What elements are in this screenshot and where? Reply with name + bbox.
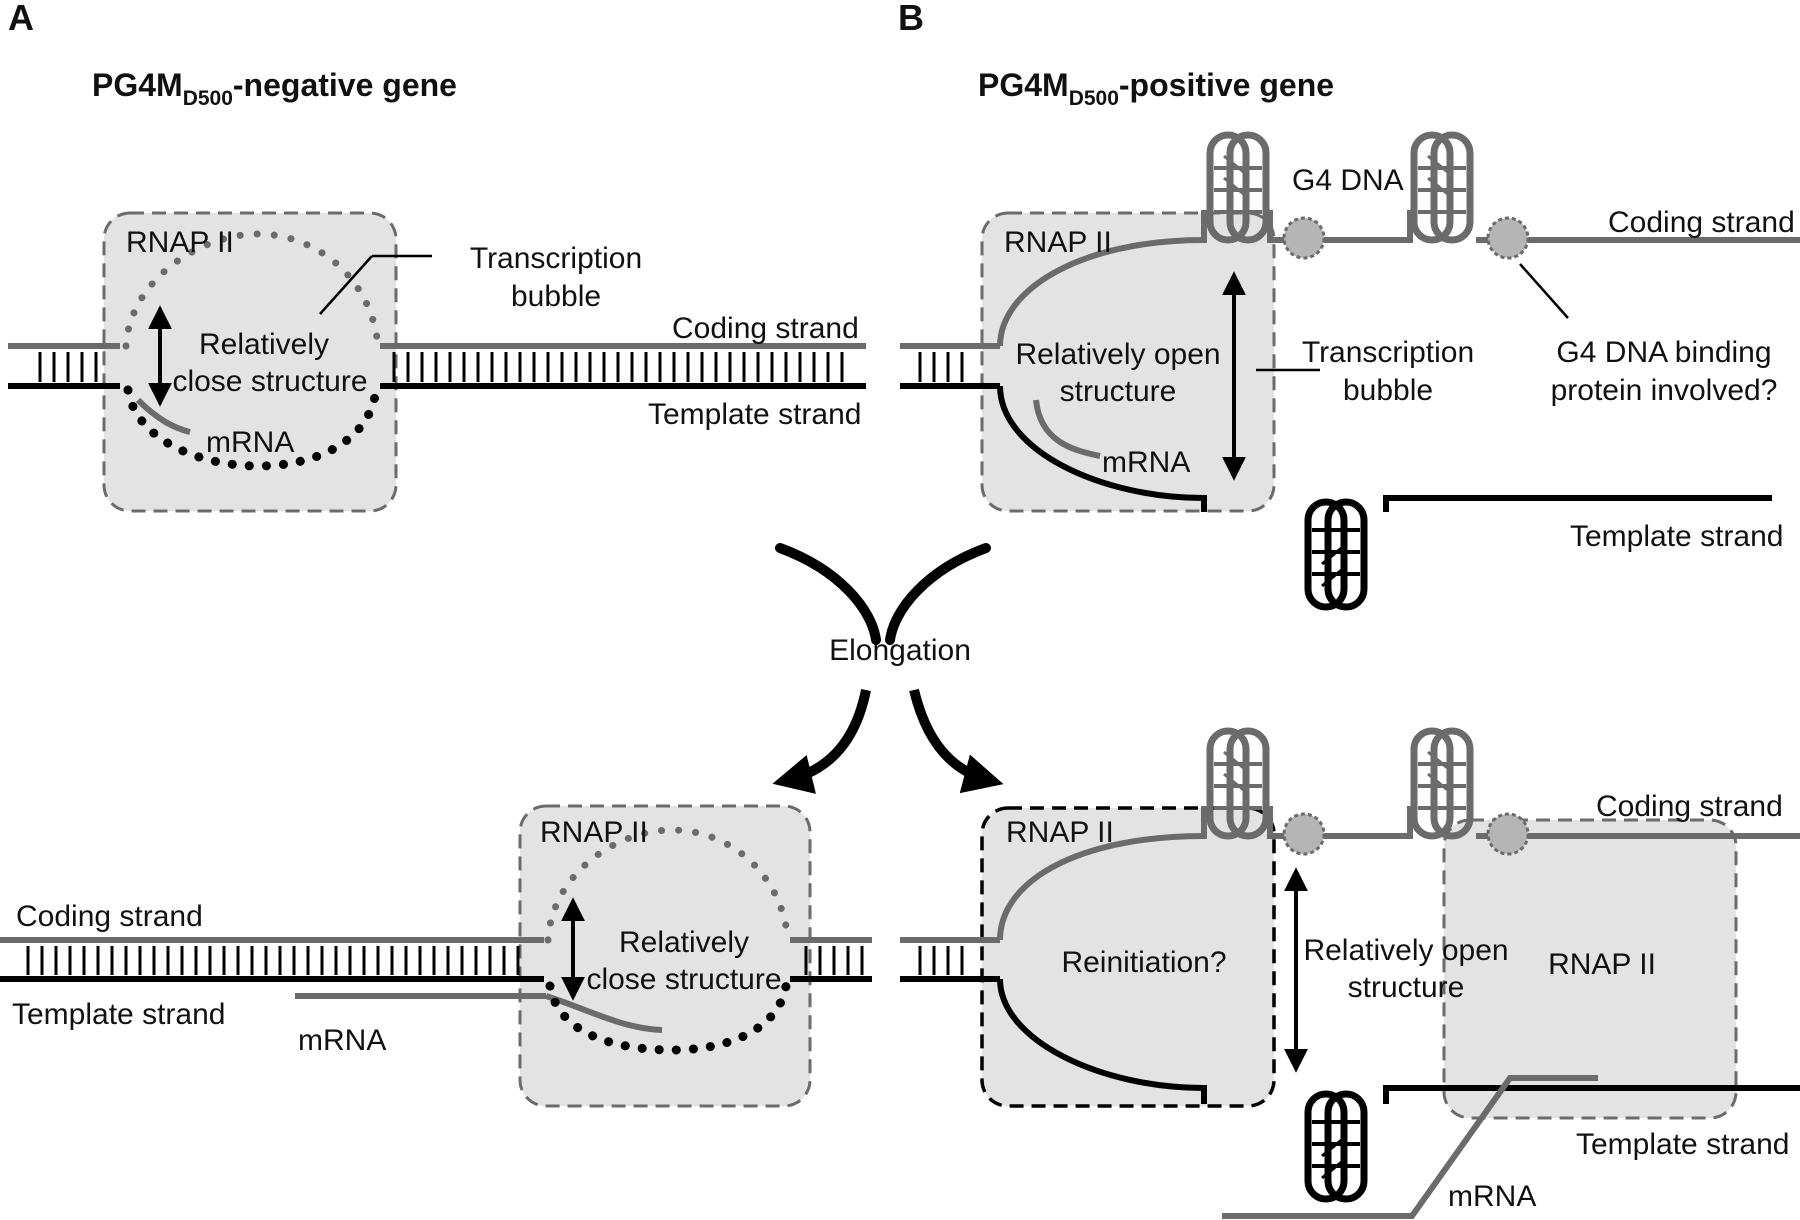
rnap-label: RNAP II xyxy=(1004,226,1112,259)
mrna-label: mRNA xyxy=(1448,1180,1536,1213)
base-pairs xyxy=(918,946,964,975)
elongation-arrows: Elongation xyxy=(772,543,1004,794)
g4-dna-label: G4 DNA xyxy=(1292,164,1404,197)
panel-label-a: A xyxy=(8,0,34,38)
template-strand xyxy=(1383,495,1772,512)
rnap-label: RNAP II xyxy=(1548,948,1656,981)
mrna-strand xyxy=(1033,399,1101,459)
g4-dna-structure-template xyxy=(1308,1094,1364,1199)
bubble-coding-dots xyxy=(122,230,382,350)
template-strand xyxy=(997,978,1207,1104)
rnap-label: RNAP II xyxy=(1006,816,1114,849)
coding-strand xyxy=(997,210,1207,347)
base-pairs xyxy=(918,352,964,382)
mrna-label: mRNA xyxy=(298,1024,386,1057)
g4-binding-protein xyxy=(1486,216,1530,260)
base-pairs xyxy=(392,352,844,382)
base-pairs xyxy=(804,946,864,975)
bubble-template-dots xyxy=(545,981,791,1055)
mrna-strand xyxy=(545,993,663,1033)
rnap-box-reinitiation xyxy=(980,806,1276,1108)
heading-negative-gene: PG4MD500-negative gene xyxy=(92,67,457,110)
mrna-label: mRNA xyxy=(1102,446,1190,479)
template-strand-label: Template strand xyxy=(1570,520,1783,553)
base-pairs xyxy=(38,352,98,382)
coding-strand-label: Coding strand xyxy=(1608,206,1795,239)
elongation-label: Elongation xyxy=(829,634,971,667)
coding-strand-label: Coding strand xyxy=(16,900,203,933)
coding-strand-label: Coding strand xyxy=(1596,790,1783,823)
template-strand xyxy=(1383,1085,1800,1104)
heading-positive-gene: PG4MD500-positive gene xyxy=(978,67,1334,110)
mrna-strand xyxy=(1222,1075,1598,1219)
coding-strand xyxy=(1267,806,1413,839)
rnap-label: RNAP II xyxy=(126,226,234,259)
coding-strand xyxy=(1267,210,1413,243)
template-strand-label: Template strand xyxy=(12,998,225,1031)
mrna-strand xyxy=(135,397,191,435)
elongation-arrow xyxy=(909,688,1004,794)
rnap-label: RNAP II xyxy=(540,816,648,849)
rnap-box-second xyxy=(1442,818,1738,1120)
base-pairs xyxy=(26,946,520,975)
g4-dna-structure-template xyxy=(1308,502,1364,607)
g4-dna-structure xyxy=(1414,135,1470,240)
rnap-box xyxy=(102,211,398,513)
template-strand xyxy=(997,385,1207,512)
coding-strand xyxy=(997,806,1207,941)
reinitiation-label: Reinitiation? xyxy=(1061,946,1226,979)
template-strand-label: Template strand xyxy=(648,398,861,431)
coding-strand-label: Coding strand xyxy=(672,312,859,345)
elongation-arrow xyxy=(885,543,991,645)
template-strand-label: Template strand xyxy=(1576,1128,1789,1161)
callout-line xyxy=(319,255,373,315)
panel-label-b: B xyxy=(898,0,924,38)
bubble-template-dots xyxy=(123,385,381,471)
mrna-label: mRNA xyxy=(206,426,294,459)
elongation-arrow xyxy=(775,543,881,645)
g4-binding-protein xyxy=(1486,812,1530,856)
elongation-arrow xyxy=(772,689,871,794)
g4-binding-protein xyxy=(1282,216,1326,260)
panel-b-top: RNAP II G4 DNA Coding strand Relatively … xyxy=(900,135,1800,607)
rnap-box xyxy=(518,804,812,1108)
g4-binding-protein xyxy=(1282,812,1326,856)
callout-line xyxy=(1519,263,1569,319)
